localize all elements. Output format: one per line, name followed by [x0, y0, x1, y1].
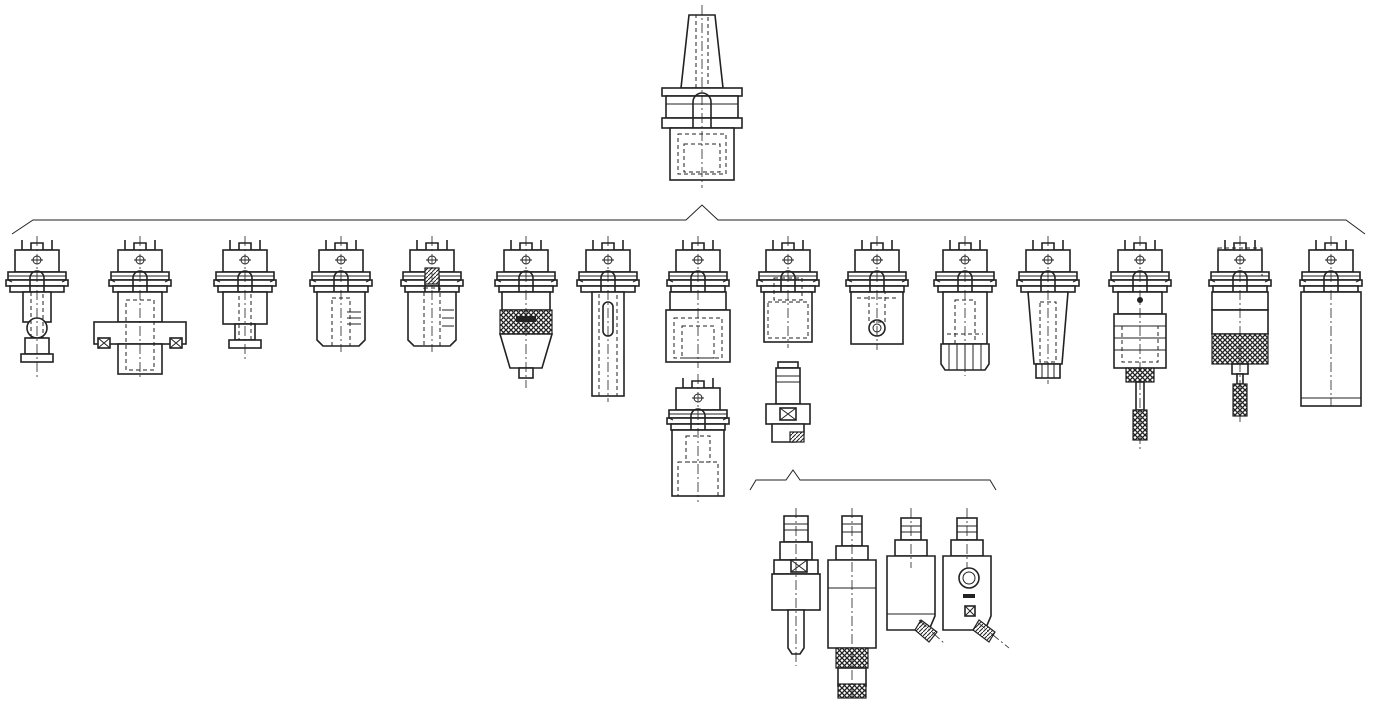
tool-side-lock-holder — [400, 236, 464, 352]
tool-blank-holder — [1299, 236, 1363, 407]
master-shank-adapter — [661, 4, 743, 189]
tool-angle-head-dial — [942, 508, 1010, 649]
tool-boring-bar-heavy — [827, 508, 877, 699]
tool-tapping-attachment-knurled — [1208, 236, 1272, 422]
tool-face-mill-arbor-small — [5, 236, 69, 378]
tool-boring-insert-module — [765, 361, 811, 443]
tool-boring-bar-adapter — [665, 236, 731, 368]
main-branch-bracket — [11, 204, 1366, 235]
tool-collet-chuck — [933, 236, 997, 376]
tool-angle-head-boring — [886, 508, 946, 645]
sub-branch-bracket — [749, 469, 997, 491]
tool-boring-bar-straight — [771, 508, 821, 666]
tool-face-mill-arbor-large — [93, 236, 187, 380]
tool-morse-taper-holder — [576, 236, 640, 402]
tool-tapping-attachment — [1108, 236, 1172, 450]
tool-weldon-holder — [845, 236, 909, 350]
tool-end-mill-holder — [309, 236, 373, 352]
tool-shrink-fit-extension — [1016, 236, 1080, 384]
tool-extension-adapter — [666, 374, 730, 502]
tool-modular-boring-head — [756, 236, 820, 348]
tool-drill-chuck — [494, 236, 558, 388]
tool-shell-mill-arbor — [213, 236, 277, 362]
